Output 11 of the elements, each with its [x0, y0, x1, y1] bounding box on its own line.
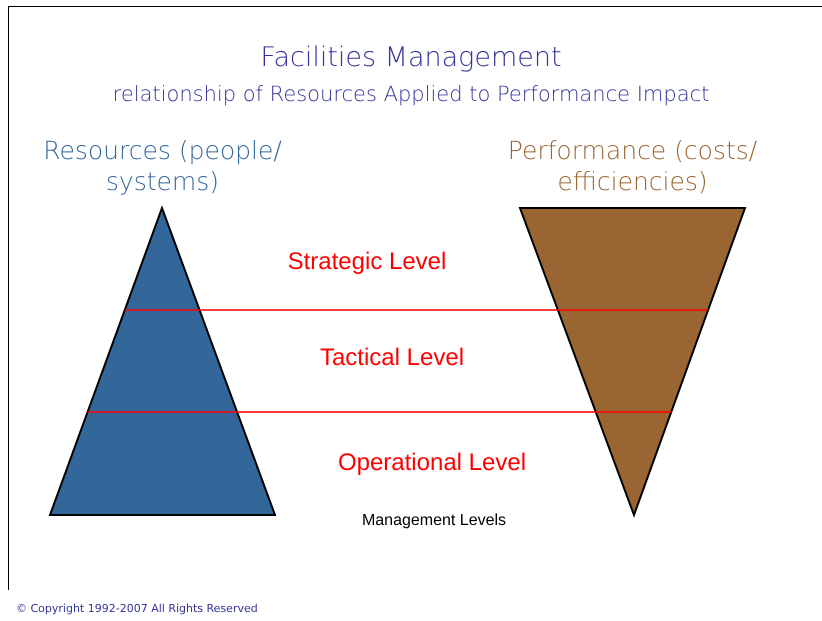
level-label: Strategic Level	[286, 248, 448, 276]
axis-caption: Management Levels	[360, 512, 508, 530]
triangle-heading: Resources (people/ systems)	[42, 135, 283, 197]
level-line	[88, 411, 672, 413]
level-line	[124, 309, 708, 311]
subtitle: relationship of Resources Applied to Performance Impact	[112, 82, 710, 106]
diagram-title: Facilities Management	[259, 42, 563, 73]
level-label: Operational Level	[336, 449, 528, 477]
copyright-note: © Copyright 1992-2007 All Rights Reserved	[16, 602, 258, 615]
level-label: Tactical Level	[318, 344, 466, 372]
triangle-heading: Performance (costs/ efficiencies)	[506, 135, 758, 197]
